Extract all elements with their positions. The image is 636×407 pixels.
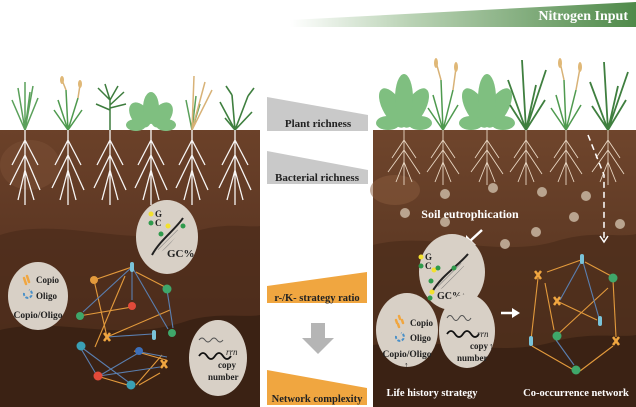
plant-richness-label: Plant richness <box>285 118 352 130</box>
plant-icon <box>376 74 432 130</box>
copio-label: Copio <box>36 275 60 285</box>
nh4-ion-icon <box>581 191 591 201</box>
g-label: G <box>155 209 162 219</box>
plant-icon <box>459 74 515 130</box>
soil-eutrophication-label: Soil eutrophication <box>421 207 519 221</box>
down-arrow-icon <box>302 323 334 354</box>
rk-strategy-ratio-indicator: r-/K- strategy ratio <box>267 272 367 304</box>
c-label: C <box>425 261 432 271</box>
microbe-nodes <box>76 262 176 390</box>
bacterial-richness-label: Bacterial richness <box>275 172 360 184</box>
nh4-ion-icon <box>440 189 450 199</box>
dashed-arrow-icon <box>587 134 609 244</box>
co-occurrence-network-right <box>529 254 620 375</box>
number-label: number <box>457 353 488 363</box>
rrn-label: rrn <box>226 347 238 357</box>
right-panel: Soil eutrophication G C GC% ↑ <box>370 58 636 407</box>
microbe-nodes <box>529 254 620 375</box>
copio-oligo-bubble-left: Copio Oligo Copio/Oligo <box>8 262 68 330</box>
roots-left <box>9 130 252 205</box>
plant-icon <box>11 82 39 131</box>
roots-right <box>387 130 625 185</box>
c-label: C <box>155 218 162 228</box>
nitrogen-input-title: Nitrogen Input <box>538 9 628 24</box>
number-label: number <box>208 372 239 382</box>
bacterial-richness-indicator: Bacterial richness <box>267 151 368 184</box>
plant-richness-indicator: Plant richness <box>267 97 368 131</box>
rrn-copy-number-bubble-left: rrn copy number <box>189 320 247 396</box>
rrn-label: rrn <box>477 329 489 339</box>
nutrient-ions <box>400 183 625 249</box>
oligotroph-icon <box>22 289 33 299</box>
oligotroph-icon <box>394 332 405 342</box>
oligo-label: Oligo <box>36 291 58 301</box>
network-complexity-indicator: Network complexity <box>267 370 367 405</box>
plant-icon <box>507 59 547 131</box>
no3-ion-icon <box>569 212 579 222</box>
middle-indicators: Plant richness Bacterial richness r-/K- … <box>267 97 368 405</box>
plant-icon <box>95 83 127 130</box>
plant-icon <box>219 85 255 131</box>
rrn-copy-number-bubble-right: rrn copy ↑ number <box>439 294 495 368</box>
no3-ion-icon <box>500 239 510 249</box>
plant-icon <box>550 58 582 131</box>
gc-percent-label: GC% <box>167 248 195 260</box>
copio-oligo-bubble-right: Copio Oligo Copio/Oligo ↑ <box>376 293 438 370</box>
copy-number-increase-icon: ↑ <box>489 341 494 351</box>
plant-icon <box>126 92 176 131</box>
network-complexity-label: Network complexity <box>272 394 363 405</box>
no3-ion-icon <box>615 219 625 229</box>
co-occurrence-network-left <box>76 262 176 390</box>
copiotroph-icon <box>22 274 31 286</box>
no3-ion-icon <box>488 183 498 193</box>
copio-label: Copio <box>410 318 434 328</box>
rk-ratio-label: r-/K- strategy ratio <box>274 293 359 304</box>
copio-oligo-ratio-label: Copio/Oligo <box>13 311 62 321</box>
nh4-ion-icon <box>531 227 541 237</box>
copio-oligo-ratio-label: Copio/Oligo <box>382 350 431 360</box>
plant-icon <box>589 61 629 131</box>
life-history-strategy-label: Life history strategy <box>387 388 479 399</box>
g-label: G <box>425 252 432 262</box>
oligo-label: Oligo <box>410 333 432 343</box>
plant-icon <box>427 58 459 131</box>
right-arrow-icon <box>501 308 520 318</box>
plants-right <box>376 58 629 131</box>
plant-icon <box>53 76 83 131</box>
copy-label: copy <box>470 341 489 351</box>
plant-icon <box>185 75 213 131</box>
nh4-ion-icon <box>537 187 547 197</box>
copio-oligo-increase-icon: ↑ <box>404 360 409 370</box>
left-panel: G C GC% Copio Oligo Copio/Oligo <box>0 75 260 407</box>
no3-ion-icon <box>400 208 410 218</box>
copiotroph-icon <box>394 314 405 329</box>
gc-content-bubble-left: G C GC% <box>136 200 198 274</box>
nh4-ion-icon <box>440 217 450 227</box>
plants-left <box>11 75 255 131</box>
gc-percent-label: GC% <box>437 291 462 302</box>
co-occurrence-network-label: Co-occurrence network <box>523 388 629 399</box>
copy-label: copy <box>218 360 237 370</box>
nitrogen-input-bar: Nitrogen Input <box>290 2 636 27</box>
